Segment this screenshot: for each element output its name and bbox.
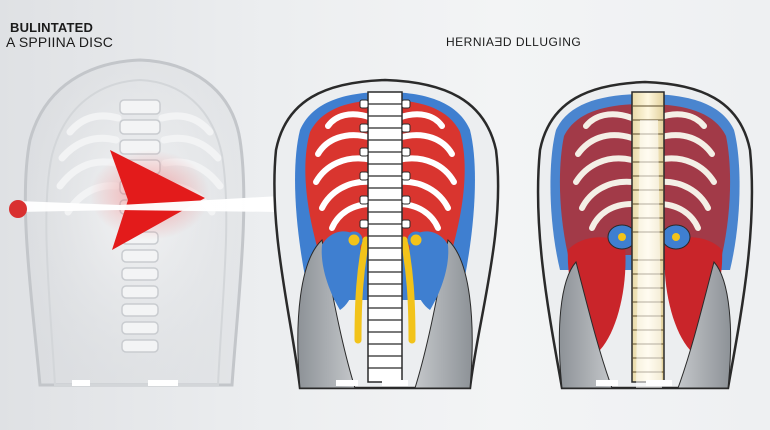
right-title: HERNIAƎD DLLUGING bbox=[446, 35, 582, 49]
pointer-beam bbox=[18, 196, 280, 212]
healthy-spine-figure bbox=[273, 78, 500, 390]
red-arrow-icon bbox=[110, 150, 205, 250]
ghost-base-tick-right bbox=[148, 380, 178, 386]
herniated-spine-figure bbox=[536, 80, 754, 390]
left-title-line-2: A SPPIINA DISC bbox=[6, 34, 114, 50]
pointer-dot-icon bbox=[9, 200, 27, 218]
ghost-base-tick-left bbox=[72, 380, 90, 386]
light-beam bbox=[636, 120, 662, 388]
left-title-line-1: BULINTATED bbox=[10, 20, 94, 35]
